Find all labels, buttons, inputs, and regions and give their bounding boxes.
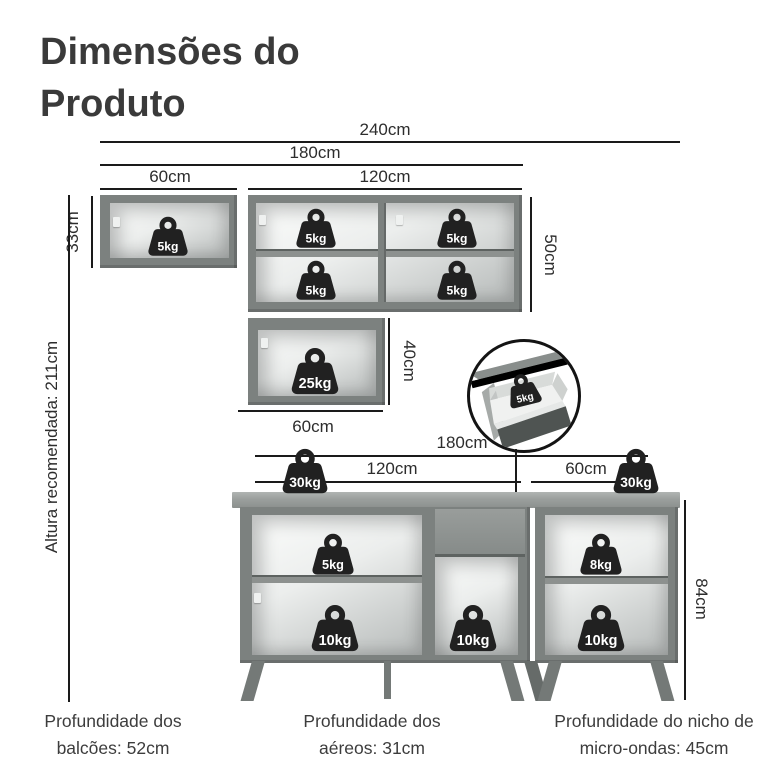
- dim-label-base-right-width: 60cm: [565, 459, 607, 478]
- dim-line-aerial-right-height: [530, 197, 532, 312]
- dim-line-recommended-height: [68, 195, 70, 702]
- dim-line-niche-width: [238, 410, 383, 412]
- aerial-right-cabinet-divider: [378, 203, 386, 302]
- weight-icon-aerial-bottom-right: 5kg: [434, 261, 480, 302]
- footnote-aerials-depth: Profundidade dos aéreos: 31cm: [303, 711, 441, 759]
- weight-label: 25kg: [299, 376, 332, 392]
- weight-label: 8kg: [590, 557, 612, 572]
- base-right-shelf: [545, 578, 668, 584]
- weight-icon-base-left-bottom: 10kg: [308, 605, 362, 654]
- base-left-shelf: [252, 577, 422, 583]
- weight-icon-aerial-top-left: 5kg: [293, 209, 339, 250]
- dim-label-niche-height: 40cm: [400, 340, 419, 382]
- countertop-right: [533, 492, 680, 508]
- dim-line-base-width: [255, 455, 648, 457]
- dim-label-recommended-height: Altura recomendada: 211cm: [42, 340, 61, 554]
- weight-label: 5kg: [322, 557, 344, 572]
- dim-line-base-left-width: [255, 481, 521, 483]
- hinge-tab: [259, 215, 266, 225]
- base-left-cabinet: [240, 507, 530, 663]
- weight-label: 5kg: [516, 391, 535, 406]
- aerial-right-cabinet: [248, 195, 522, 312]
- weight-icon-countertop-left: 30kg: [279, 449, 331, 496]
- dim-line-aerial-width: [100, 164, 523, 166]
- dim-label-aerial-width: 180cm: [289, 143, 341, 162]
- weight-icon-base-left-shelf: 5kg: [309, 534, 357, 577]
- dim-label-base-width: 180cm: [436, 433, 488, 452]
- dim-label-niche-width: 60cm: [292, 417, 334, 436]
- weight-icon-aerial-left: 5kg: [145, 217, 191, 258]
- drawer-detail-illustration: 5kg: [470, 351, 572, 449]
- dim-label-aerial-left-height: 33cm: [63, 211, 82, 253]
- dim-line-aerial-left-height: [91, 196, 93, 268]
- dim-label-aerial-right-height: 50cm: [541, 234, 560, 276]
- leg: [500, 661, 525, 701]
- leg: [240, 661, 265, 701]
- dim-line-total-width: [100, 141, 680, 143]
- drawer-front: [435, 509, 525, 557]
- dim-label-base-left-width: 120cm: [366, 459, 418, 478]
- weight-icon-niche: 25kg: [288, 348, 342, 397]
- leg: [650, 661, 675, 701]
- dim-line-base-height: [684, 500, 686, 700]
- weight-label: 10kg: [319, 633, 352, 649]
- weight-label: 5kg: [447, 283, 468, 297]
- hinge-tab: [254, 593, 261, 603]
- weight-label: 30kg: [620, 474, 652, 490]
- weight-label: 10kg: [457, 633, 490, 649]
- dim-label-base-height: 84cm: [692, 578, 711, 620]
- leg: [384, 661, 391, 699]
- drawer-detail-circle: 5kg: [467, 339, 581, 453]
- countertop-left: [232, 492, 534, 508]
- footnote-microwave-niche-depth: Profundidade do nicho de micro-ondas: 45…: [554, 711, 754, 759]
- dim-line-aerial-right-width: [248, 188, 522, 190]
- weight-label: 30kg: [289, 474, 321, 490]
- weight-icon-countertop-right: 30kg: [610, 449, 662, 496]
- weight-label: 5kg: [158, 239, 179, 253]
- drawer-pointer-line: [515, 449, 517, 518]
- hinge-tab: [113, 217, 120, 227]
- dim-line-aerial-left-width: [100, 188, 237, 190]
- page-title: Dimensões do Produto: [40, 31, 300, 126]
- weight-label: 5kg: [447, 231, 468, 245]
- hinge-tab: [261, 338, 268, 348]
- dim-line-base-right-width: [531, 481, 648, 483]
- weight-label: 5kg: [306, 231, 327, 245]
- weight-icon-base-right-shelf: 8kg: [577, 534, 625, 577]
- hinge-tab: [396, 215, 403, 225]
- footnote-counters-depth: Profundidade dos balcões: 52cm: [44, 711, 182, 759]
- weight-icon-base-middle: 10kg: [446, 605, 500, 654]
- weight-label: 10kg: [585, 633, 618, 649]
- weight-label: 5kg: [306, 283, 327, 297]
- dim-line-niche-height: [388, 318, 390, 405]
- dim-label-aerial-right-width: 120cm: [359, 167, 411, 186]
- dim-label-total-width: 240cm: [359, 120, 411, 139]
- weight-icon-base-right-bottom: 10kg: [574, 605, 628, 654]
- weight-icon-aerial-bottom-left: 5kg: [293, 261, 339, 302]
- dim-label-aerial-left-width: 60cm: [149, 167, 191, 186]
- weight-icon-aerial-top-right: 5kg: [434, 209, 480, 250]
